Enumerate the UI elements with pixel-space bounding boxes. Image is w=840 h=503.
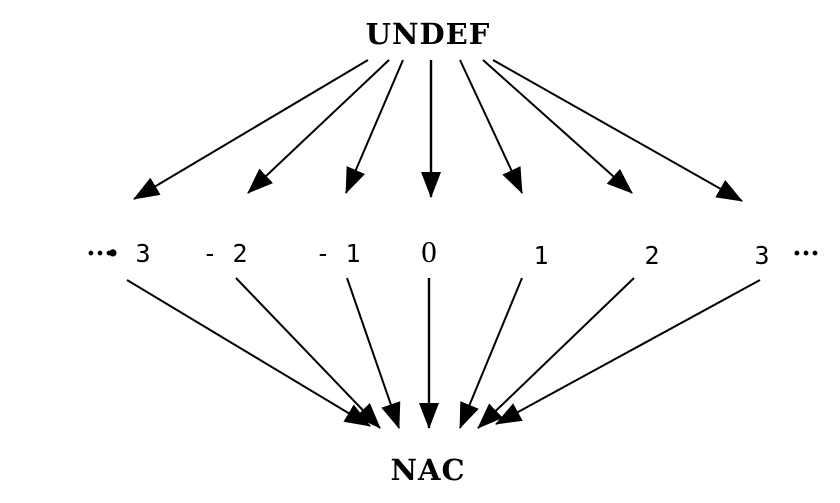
edge-pos3-to-nac: [495, 279, 761, 425]
value-node-neg2: - 2: [202, 239, 247, 268]
edge-neg3-to-nac: [126, 279, 371, 427]
bottom-edges: [126, 277, 761, 429]
value-node-pos1: 1: [533, 241, 548, 270]
edge-undef-to-pos1: [459, 59, 523, 194]
nac-node-label: NAC: [390, 453, 465, 487]
edge-undef-to-neg1: [345, 59, 404, 194]
value-row: ··· • 3 - 2 - 1 0 1 2 3 ···: [86, 234, 819, 270]
value-node-pos3: 3: [754, 241, 769, 270]
undef-node-label: UNDEF: [366, 17, 491, 51]
edge-undef-to-neg3: [133, 59, 369, 200]
value-node-neg3: • 3: [105, 239, 150, 268]
left-ellipsis: ···: [86, 239, 113, 269]
value-node-pos2: 2: [644, 241, 659, 270]
edge-undef-to-pos3: [492, 59, 743, 202]
right-ellipsis: ···: [792, 239, 819, 269]
edge-undef-to-neg2: [247, 59, 390, 194]
top-edges: [133, 59, 743, 202]
value-node-neg1: - 1: [315, 239, 360, 268]
value-node-zero: 0: [421, 234, 437, 269]
edge-pos1-to-nac: [459, 277, 523, 429]
edge-undef-to-pos2: [482, 59, 633, 194]
edge-pos2-to-nac: [477, 277, 635, 429]
edge-neg1-to-nac: [346, 277, 401, 429]
edge-neg2-to-nac: [235, 277, 381, 429]
